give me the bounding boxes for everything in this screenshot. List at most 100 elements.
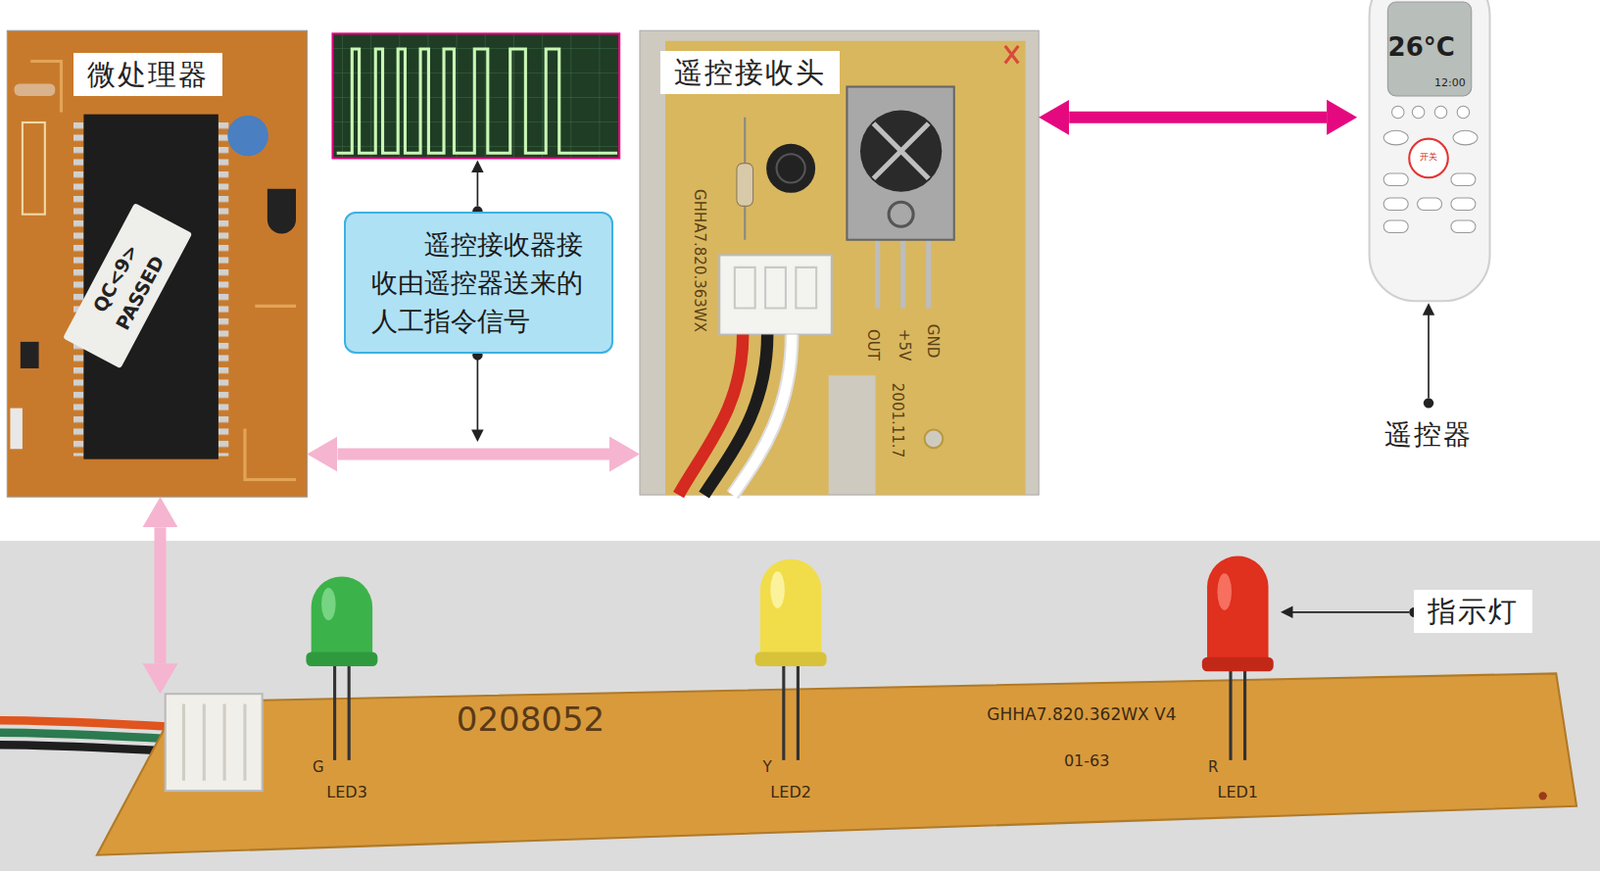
receiver-photo bbox=[776, 153, 806, 183]
indicator-board-photo bbox=[1539, 791, 1548, 800]
indicator-board-photo bbox=[347, 665, 351, 761]
remote-control-drawing bbox=[1417, 197, 1443, 210]
microprocessor-photo bbox=[73, 117, 84, 457]
indicator-board-photo bbox=[0, 540, 1600, 871]
remote-control-drawing bbox=[1383, 197, 1408, 210]
remote-control-drawing bbox=[1451, 220, 1476, 233]
pcb-marking: 01-63 bbox=[1064, 752, 1111, 771]
indicator-board-photo bbox=[333, 665, 337, 761]
remote-control-drawing bbox=[1451, 173, 1476, 186]
receiver-photo bbox=[860, 109, 942, 192]
indicator-leader bbox=[1280, 606, 1420, 619]
oscilloscope-waveform bbox=[333, 33, 621, 158]
receiver-photo bbox=[925, 235, 931, 309]
remote-control-drawing bbox=[1387, 1, 1471, 97]
indicator-board-photo bbox=[1228, 670, 1232, 761]
remote-leader bbox=[1422, 302, 1435, 408]
microprocessor-photo bbox=[62, 202, 193, 369]
microprocessor-photo bbox=[62, 202, 193, 369]
pin-name: GND bbox=[924, 324, 942, 358]
indicator-board-photo bbox=[1216, 573, 1232, 610]
microprocessor-photo bbox=[227, 115, 269, 157]
microprocessor-photo bbox=[6, 30, 307, 497]
microprocessor-photo bbox=[83, 114, 218, 460]
led-name: LED3 bbox=[326, 783, 368, 802]
part-label: 遥控接收头 bbox=[660, 50, 840, 95]
remote-control-drawing bbox=[1451, 197, 1476, 210]
indicator-board-photo bbox=[1243, 670, 1247, 761]
receiver-photo bbox=[732, 335, 792, 496]
indicator-board-photo bbox=[770, 571, 785, 608]
microprocessor-photo bbox=[6, 30, 307, 497]
indicator-board-photo bbox=[96, 673, 1577, 855]
receiver-photo bbox=[888, 201, 914, 227]
indicator-board-photo bbox=[0, 732, 169, 739]
pcb-marking: GHHA7.820.363WX bbox=[691, 189, 709, 333]
part-label: 遥控器 bbox=[1357, 418, 1501, 452]
oscilloscope-waveform bbox=[333, 33, 621, 158]
pcb-marking: 2001.11.7 bbox=[889, 383, 907, 458]
receiver-photo bbox=[734, 267, 817, 309]
double-arrow bbox=[337, 447, 610, 460]
indicator-board-photo bbox=[0, 540, 1600, 871]
indicator-board-photo bbox=[0, 744, 169, 751]
pin-name: +5V bbox=[895, 329, 913, 361]
receiver-photo bbox=[900, 235, 906, 309]
remote-control-drawing bbox=[1383, 220, 1408, 233]
remote-control-drawing bbox=[1456, 105, 1469, 118]
microprocessor-photo bbox=[9, 408, 22, 450]
remote-control-drawing bbox=[1411, 105, 1424, 118]
part-label: 指示灯 bbox=[1413, 589, 1533, 633]
indicator-board-photo bbox=[183, 704, 244, 781]
remote-control-drawing bbox=[1369, 0, 1491, 301]
receiver-photo bbox=[1005, 46, 1019, 64]
indicator-leader bbox=[1291, 611, 1409, 614]
indicator-board-photo bbox=[0, 720, 169, 727]
display-reading: 26°C bbox=[1388, 33, 1455, 62]
remote-control: 遥控器 bbox=[1357, 0, 1501, 460]
receiver-photo bbox=[874, 235, 880, 309]
microprocessor-photo bbox=[20, 341, 40, 369]
remote-leader bbox=[1427, 312, 1430, 398]
receiver-photo bbox=[732, 335, 792, 496]
receiver-photo bbox=[639, 30, 1039, 495]
led-color: R bbox=[1208, 759, 1218, 776]
microprocessor-photo bbox=[30, 60, 296, 480]
pin-name: OUT bbox=[865, 329, 882, 361]
pcb-marking: GHHA7.820.362WX V4 bbox=[986, 705, 1176, 725]
button-label: 开关 bbox=[1419, 152, 1438, 163]
receiver-photo bbox=[872, 123, 928, 179]
callout-box: 遥控接收器接收由遥控器送来的人工指令信号 bbox=[343, 211, 614, 354]
receiver-photo bbox=[678, 335, 744, 496]
indicator-board-photo bbox=[1202, 657, 1274, 673]
oscilloscope-waveform bbox=[337, 48, 618, 153]
connectors bbox=[160, 117, 1328, 664]
remote-leader bbox=[1422, 302, 1435, 315]
receiver-photo bbox=[704, 335, 769, 496]
receiver-photo bbox=[766, 144, 816, 194]
microprocessor-photo bbox=[22, 122, 46, 215]
indicator-board-photo bbox=[321, 587, 337, 621]
remote-leader bbox=[1423, 397, 1434, 408]
pcb-marking: 0208052 bbox=[456, 702, 605, 739]
remote-control-drawing bbox=[1434, 105, 1447, 118]
remote-control-drawing bbox=[1383, 130, 1408, 146]
led-name: LED1 bbox=[1217, 783, 1260, 802]
led-name: LED2 bbox=[770, 783, 812, 802]
indicator-board-photo bbox=[781, 665, 785, 761]
display-reading: 12:00 bbox=[1434, 77, 1466, 90]
remote-control-drawing bbox=[1383, 173, 1408, 186]
microprocessor-photo bbox=[14, 83, 56, 96]
led-color: Y bbox=[763, 759, 773, 776]
indicator-board-photo bbox=[165, 693, 263, 791]
indicator-board-photo bbox=[760, 559, 822, 659]
double-arrow bbox=[1068, 111, 1327, 124]
indicator-board: 指示灯 bbox=[96, 693, 1577, 858]
callout-text: 遥控接收器接收由遥控器送来的人工指令信号 bbox=[371, 225, 586, 340]
receiver-photo bbox=[719, 254, 832, 335]
receiver-photo bbox=[639, 30, 1039, 495]
indicator-leader bbox=[1280, 606, 1293, 619]
indicator-board-photo bbox=[755, 651, 827, 667]
